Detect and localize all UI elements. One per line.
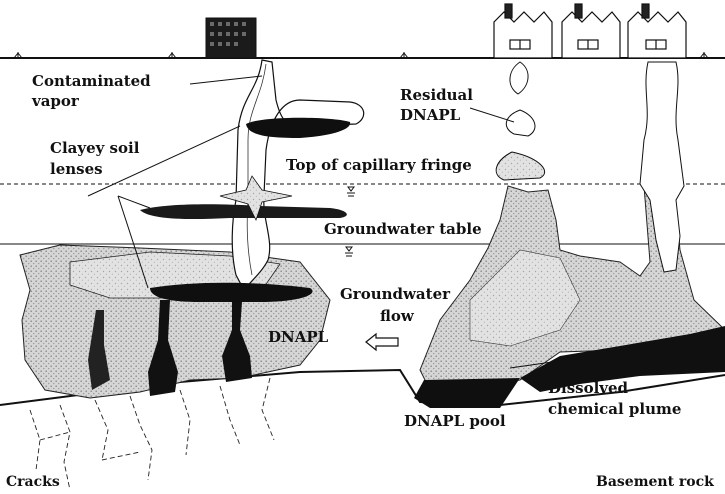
residual-blob-3 (496, 152, 544, 180)
label-clayey-soil-2: lenses (50, 160, 103, 178)
label-groundwater-flow-2: flow (380, 307, 415, 325)
dnapl-pool (414, 378, 520, 408)
label-capillary-fringe: Top of capillary fringe (286, 156, 472, 174)
building-icon (206, 18, 256, 58)
water-table-symbol-2 (345, 247, 353, 256)
label-dissolved-2: chemical plume (548, 400, 681, 418)
label-residual-2: DNAPL (400, 106, 461, 124)
label-dnapl-pool: DNAPL pool (404, 412, 506, 430)
label-groundwater-table: Groundwater table (324, 220, 482, 238)
contaminated-vapor-column (232, 60, 364, 290)
label-basement-rock: Basement rock (596, 474, 714, 490)
factory-icon-2 (562, 4, 620, 58)
dnapl-lens-upper (246, 118, 350, 138)
vapor-column-right (640, 62, 684, 272)
water-table-symbol-1 (347, 187, 355, 196)
label-contaminated-vapor-2: vapor (31, 92, 80, 110)
groundwater-flow-arrow (366, 334, 398, 350)
label-dnapl: DNAPL (268, 328, 329, 346)
residual-blob-1 (510, 62, 528, 94)
label-clayey-soil-1: Clayey soil (50, 139, 140, 157)
clay-lens-middle (140, 204, 347, 219)
factory-icon (494, 4, 552, 58)
label-groundwater-flow-1: Groundwater (340, 285, 451, 303)
label-dissolved-1: Dissolved (548, 379, 629, 397)
label-contaminated-vapor-1: Contaminated (32, 72, 151, 90)
label-cracks: Cracks (6, 474, 60, 490)
residual-blob-2 (506, 110, 535, 136)
label-residual-1: Residual (400, 86, 473, 104)
factory-icon-3 (628, 4, 686, 58)
